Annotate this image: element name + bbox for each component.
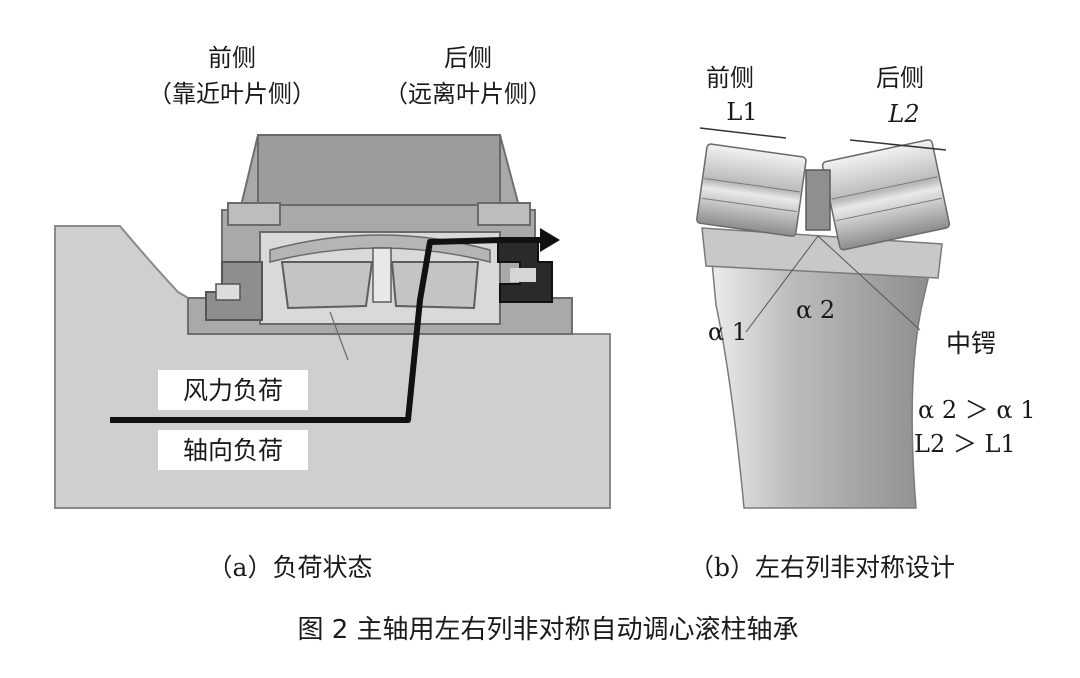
b-front-side-label: 前侧 (706, 64, 754, 92)
a-front-side-note: （靠近叶片侧） (148, 80, 316, 108)
middle-rib-label: 中锷 (946, 329, 996, 358)
front-roller (280, 261, 374, 310)
a-front-side-label: 前侧 (208, 44, 256, 72)
axial-load-path (110, 237, 540, 423)
rear-roller (390, 261, 480, 310)
l1-label: L1 (726, 98, 757, 126)
right-seal-window (510, 268, 536, 282)
rear-roller-photo (821, 139, 951, 251)
left-seal-lip (215, 283, 241, 301)
alpha1-label: α 1 (708, 318, 747, 346)
a-rear-side-label: 后侧 (444, 44, 492, 72)
wind-load-box (158, 370, 308, 410)
panel-b-caption: （b）左右列非对称设计 (689, 553, 955, 582)
axial-load-arrowhead (540, 228, 560, 252)
alpha2-label: α 2 (796, 296, 835, 324)
axial-load-label: 轴向负荷 (183, 436, 283, 465)
middle-rib (805, 169, 831, 231)
figure-caption: 图 2 主轴用左右列非对称自动调心滚柱轴承 (297, 615, 798, 645)
front-roller-photo (696, 143, 807, 237)
axial-load-box (158, 430, 308, 470)
l2-dim-line (849, 139, 947, 151)
l1-dim-line (699, 127, 787, 139)
panel-a-bearing-diagram (54, 134, 611, 509)
l2-label: L2 (887, 100, 919, 128)
housing-cap (257, 134, 501, 206)
alpha1-line (745, 235, 819, 333)
b-rear-side-label: 后侧 (876, 64, 924, 92)
inner-ring (711, 261, 933, 509)
a-rear-side-note: （远离叶片侧） (384, 80, 552, 108)
right-bolt (477, 202, 531, 226)
center-cage (372, 247, 392, 303)
left-bolt (227, 202, 281, 226)
alpha2-line (817, 235, 921, 331)
length-relation-label: L2 ＞ L1 (914, 430, 1016, 458)
leader-line (329, 311, 349, 361)
angle-relation-label: α 2 ＞ α 1 (918, 396, 1035, 424)
panel-b-bearing-photo (696, 127, 951, 509)
panel-a-caption: （a）负荷状态 (208, 553, 373, 582)
wind-load-label: 风力负荷 (183, 376, 283, 405)
